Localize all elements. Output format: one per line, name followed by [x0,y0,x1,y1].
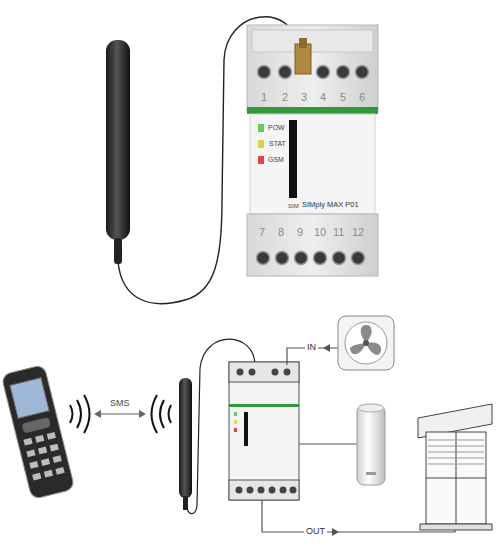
antenna-base [183,496,188,510]
gsm-module [247,25,378,276]
signal-label: SMS [108,399,132,409]
radio-waves [70,395,171,433]
terminal-number: 1 [261,91,267,103]
output-arrow [332,528,339,536]
mobile-phone [1,365,75,500]
terminal-number: 6 [359,91,365,103]
model-name: SIMply MAX P01 [302,201,370,209]
led-label: STAT [269,140,286,148]
signal-label: OUT [304,527,327,537]
terminal-number: 10 [314,226,326,238]
slot-label: SIM [288,203,299,210]
antenna [179,378,192,498]
terminal-number: 7 [259,226,265,238]
sms-arrow [94,410,146,418]
fan-icon [338,316,394,370]
roller-blind [418,404,492,530]
terminal-number: 3 [301,91,307,103]
terminal-number: 11 [333,226,344,238]
signal-label: IN [305,343,318,353]
terminal-number: 12 [352,226,364,238]
antenna [106,40,130,240]
input-arrow [323,344,330,352]
terminal-number: 9 [297,226,303,238]
sensor [357,404,385,485]
sensor-wire [299,443,357,444]
led-label: GSM [268,156,284,164]
device-front-panel: SIMply MAX P01 [300,200,372,214]
terminal-number: 2 [282,91,288,103]
led-label: POW [268,124,285,132]
terminal-number: 8 [278,226,284,238]
terminal-number: 4 [320,91,326,103]
antenna-base [114,238,122,264]
gsm-module-small [229,362,299,500]
terminal-number: 5 [340,91,346,103]
